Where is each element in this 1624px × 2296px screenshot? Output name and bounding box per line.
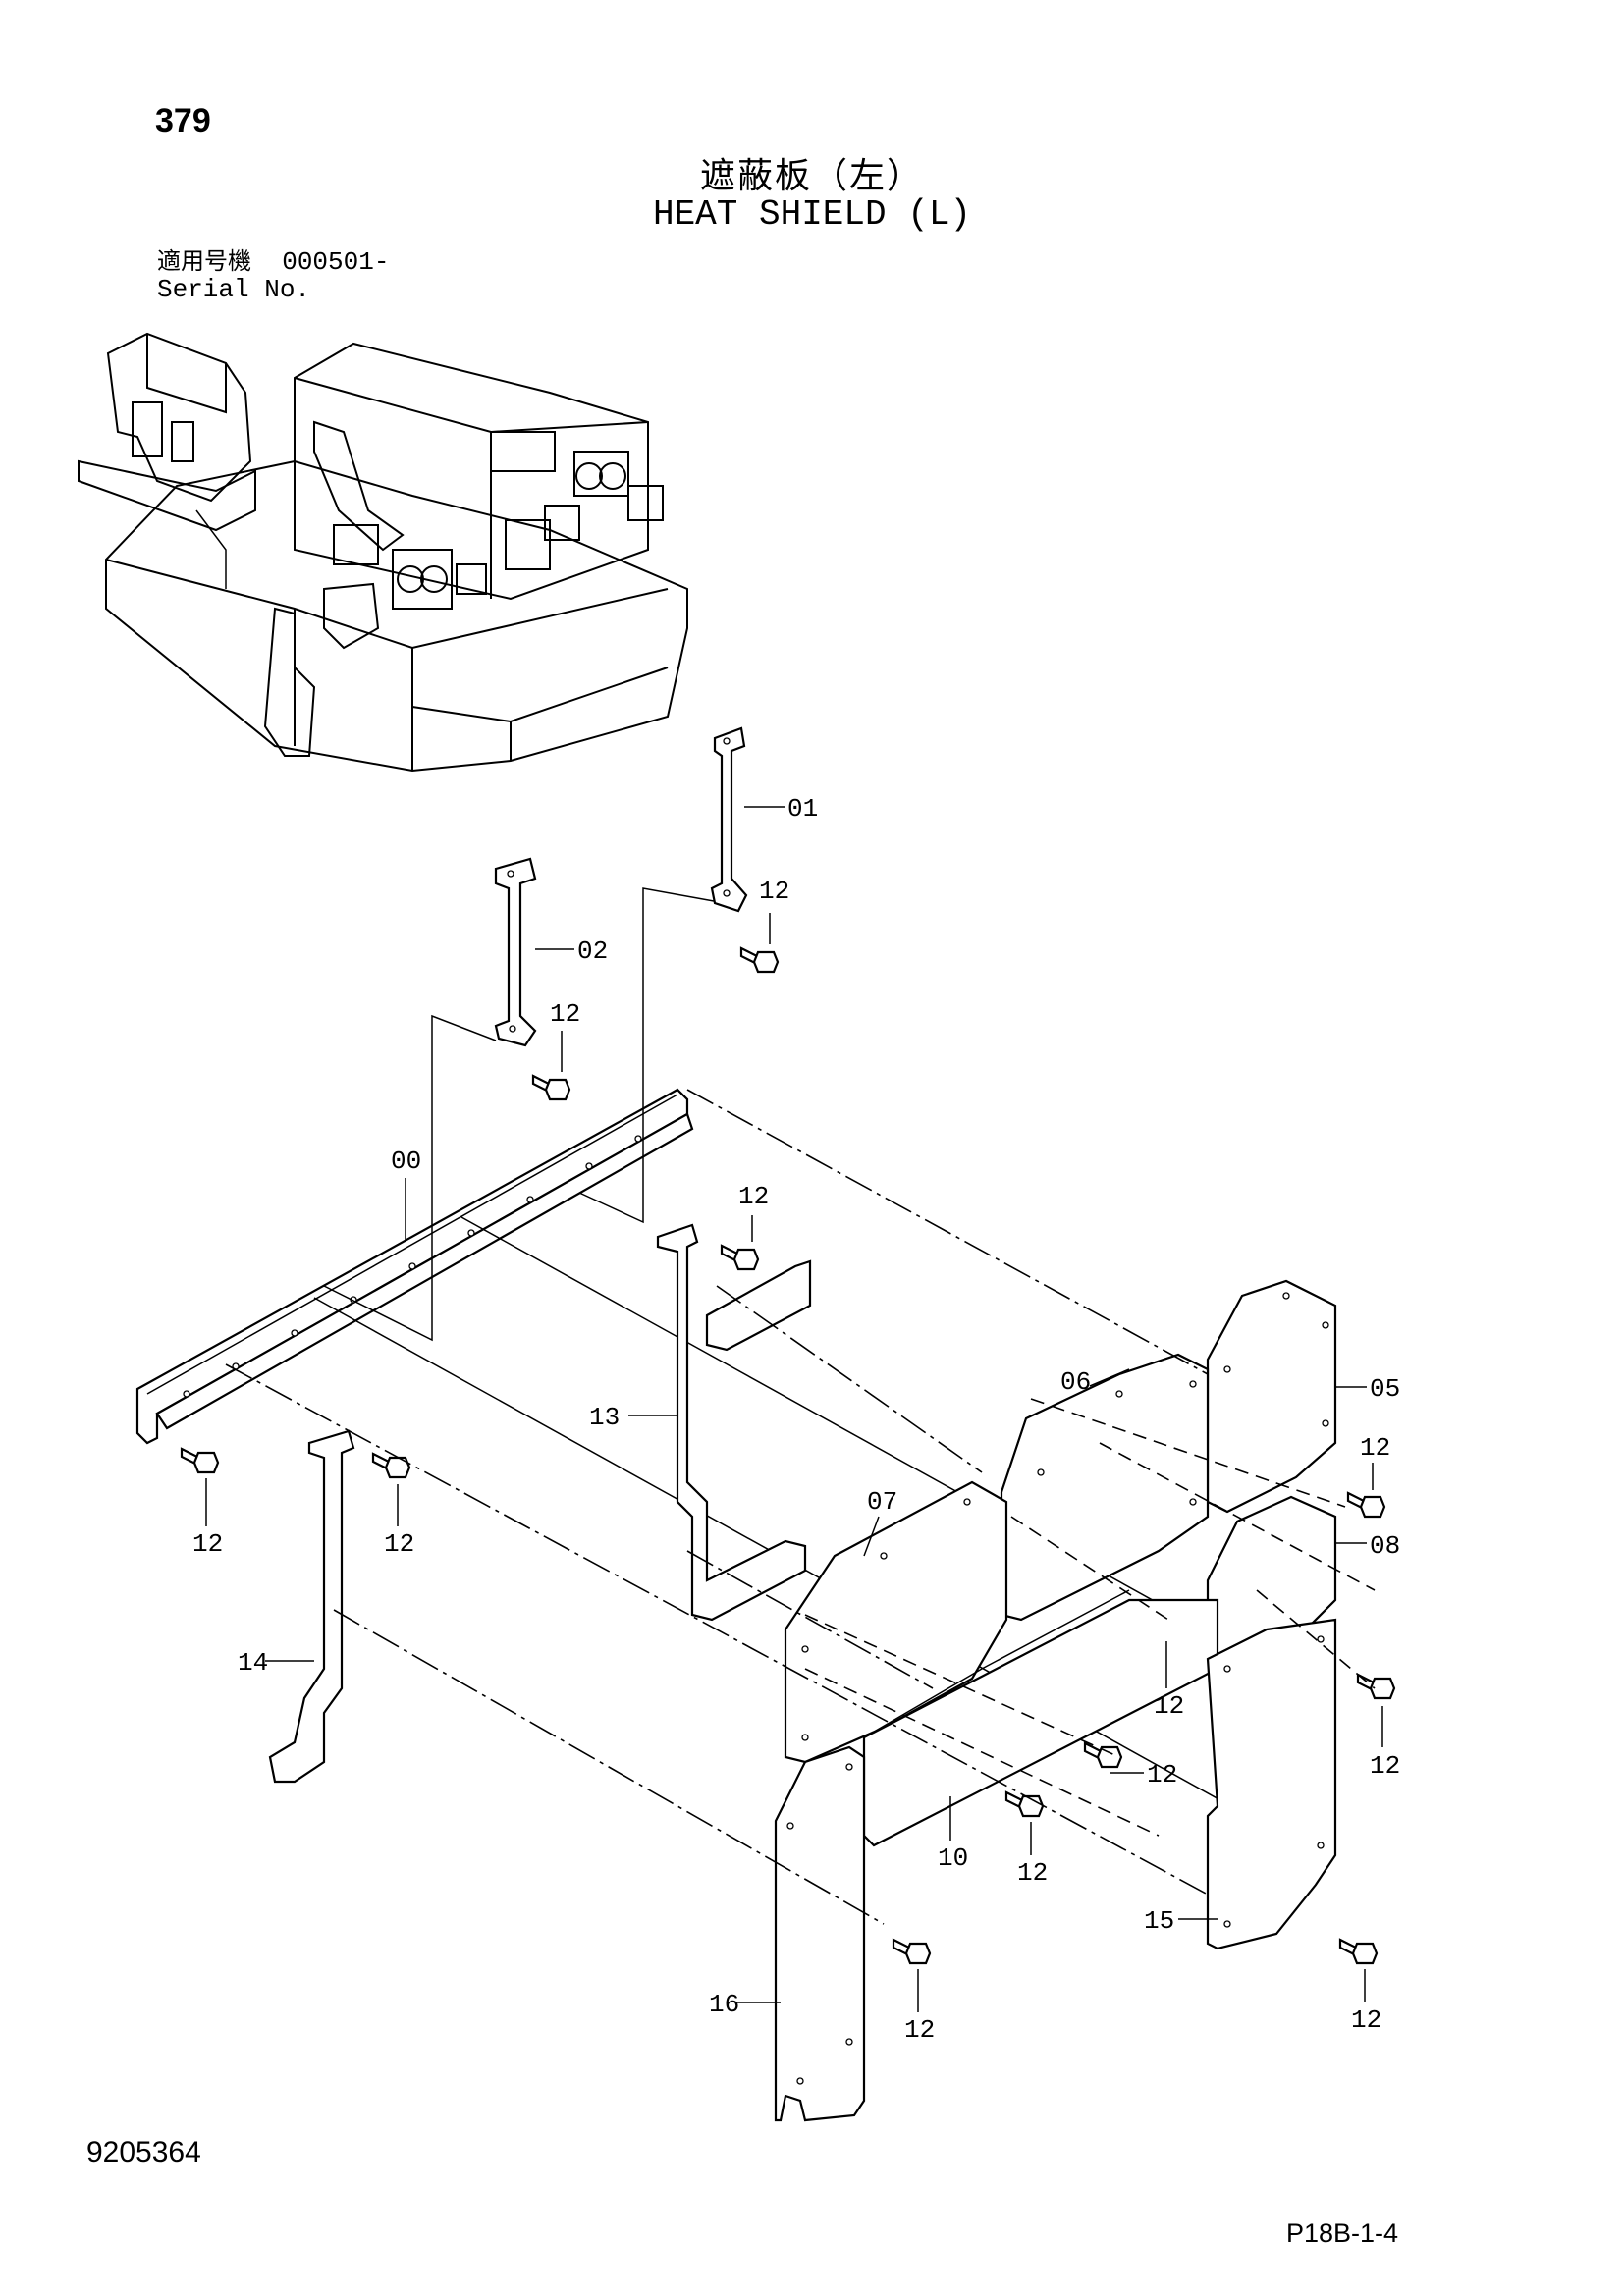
serial-label-en: Serial No. (157, 275, 311, 304)
serial-range: 000501- (282, 247, 390, 277)
part-15-shield (1206, 1618, 1337, 1950)
part-06-shield (1000, 1353, 1210, 1622)
callout-12: 12 (1017, 1858, 1048, 1888)
title-english: HEAT SHIELD (L) (652, 194, 972, 235)
leader-lines (205, 806, 1383, 2012)
bolt-icon (720, 1244, 760, 1271)
bolt-icon (1346, 1491, 1386, 1519)
part-07-shield (784, 1480, 1008, 1764)
chain-line (225, 1363, 1209, 1896)
bolt-icon (371, 1452, 411, 1479)
callout-07: 07 (867, 1487, 897, 1517)
part-16-shield (774, 1745, 866, 2122)
document-number: 9205364 (86, 2136, 201, 2168)
dashed-line (1030, 1398, 1346, 1508)
part-05-shield (1206, 1279, 1337, 1514)
bolt-icon (531, 1074, 571, 1101)
callout-08: 08 (1370, 1531, 1400, 1561)
callout-12: 12 (1154, 1691, 1184, 1721)
callout-12: 12 (904, 2015, 935, 2045)
callout-12: 12 (1360, 1433, 1390, 1463)
dashed-line (804, 1668, 1160, 1837)
callout-00: 00 (391, 1147, 421, 1176)
callout-10: 10 (938, 1843, 968, 1873)
part-14-bracket (268, 1429, 355, 1784)
part-13-bracket (656, 1223, 812, 1622)
bolt-icon (892, 1938, 932, 1965)
dashed-line (1256, 1589, 1376, 1689)
callout-12: 12 (759, 877, 789, 906)
callout-05: 05 (1370, 1374, 1400, 1404)
callout-12: 12 (1147, 1760, 1177, 1789)
bolt-icon (180, 1447, 220, 1474)
serial-label-jp: 適用号機 (157, 247, 251, 275)
bolt-icon (1338, 1938, 1379, 1965)
callout-01: 01 (787, 794, 818, 824)
chain-line (686, 1089, 1209, 1375)
dashed-line (804, 1614, 1120, 1758)
machine-overview (78, 332, 688, 773)
guide-line (460, 1216, 1277, 1670)
guide-line (323, 1014, 497, 1342)
chain-line (716, 1285, 983, 1473)
part-01-bracket (710, 726, 748, 913)
callout-12: 12 (1370, 1751, 1400, 1781)
callout-14: 14 (238, 1648, 268, 1678)
dashed-line (1099, 1442, 1376, 1591)
callout-labels: 01 02 12 12 00 12 13 12 12 05 06 12 08 0… (192, 794, 1400, 2045)
callout-12: 12 (192, 1529, 223, 1559)
callout-02: 02 (577, 936, 608, 966)
bolt-icon (1083, 1741, 1123, 1769)
title-japanese: 遮蔽板（左） (699, 156, 924, 196)
chain-line (686, 1550, 934, 1689)
bolt-icon (739, 946, 780, 974)
callout-13: 13 (589, 1403, 620, 1432)
guide-line (578, 887, 715, 1224)
page-number: 379 (155, 102, 211, 139)
part-02-bracket (494, 857, 537, 1047)
callout-12: 12 (550, 999, 580, 1029)
callout-12: 12 (738, 1182, 769, 1211)
dashed-line (1010, 1516, 1169, 1621)
serial-info: 適用号機 000501- Serial No. (157, 247, 389, 303)
callout-06: 06 (1060, 1367, 1091, 1397)
callout-15: 15 (1144, 1906, 1174, 1936)
part-00-frame (135, 1088, 694, 1445)
bolt-icon (1356, 1673, 1396, 1700)
callout-16: 16 (709, 1990, 739, 2019)
bolt-icon (1004, 1790, 1045, 1818)
chain-line (333, 1609, 885, 1925)
page-reference: P18B-1-4 (1286, 2218, 1399, 2248)
callout-12: 12 (1351, 2005, 1381, 2035)
callout-12: 12 (384, 1529, 414, 1559)
